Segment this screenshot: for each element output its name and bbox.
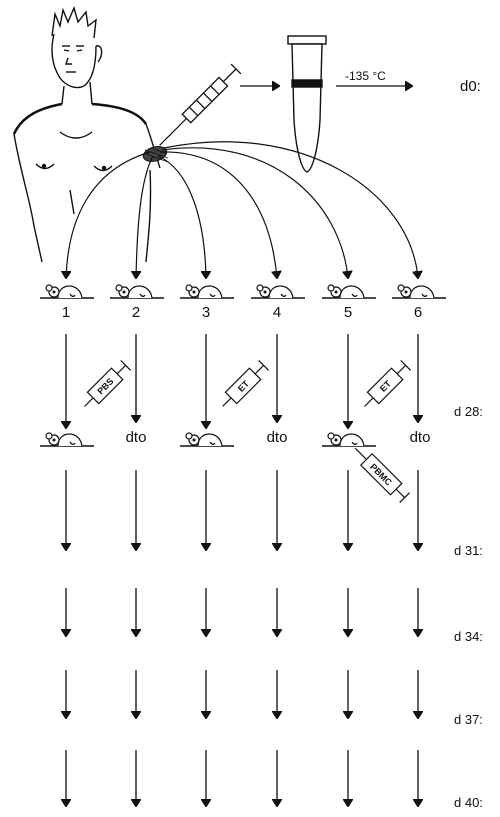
group-number-4: 4 <box>273 304 281 321</box>
mouse-group-2 <box>110 285 164 298</box>
mouse-group-1 <box>40 285 94 298</box>
mouse-treated-3 <box>180 433 234 446</box>
group-number-5: 5 <box>344 304 352 321</box>
distribution-arrows <box>66 142 418 278</box>
mouse-treated-1 <box>40 433 94 446</box>
group-number-2: 2 <box>132 304 140 321</box>
ditto-label-6: dto <box>410 429 431 446</box>
treated-mice <box>40 433 376 446</box>
day-label-37: d 37: <box>454 712 483 727</box>
day-label-31: d 31: <box>454 543 483 558</box>
timeline-arrows <box>66 334 418 806</box>
group-number-6: 6 <box>414 304 422 321</box>
temperature-label: -135 °C <box>345 69 386 83</box>
mouse-group-3 <box>180 285 234 298</box>
mouse-group-5 <box>322 285 376 298</box>
ditto-label-4: dto <box>267 429 288 446</box>
day-label-28: d 28: <box>454 404 483 419</box>
syringe-icon-top <box>155 64 241 150</box>
syringe-et-3: ET <box>217 360 269 412</box>
mouse-group-4 <box>251 285 305 298</box>
day-label-0: d0: <box>460 78 481 95</box>
mouse-group-6 <box>392 285 446 298</box>
ditto-label-2: dto <box>126 429 147 446</box>
day-labels: d0: d 28: d 31: d 34: d 37: d 40: <box>454 78 483 810</box>
group-numbers: 1 2 3 4 5 6 <box>62 304 422 321</box>
syringe-et-5: ET <box>359 360 411 412</box>
syringe-pbs: PBS <box>79 360 131 412</box>
day-label-34: d 34: <box>454 629 483 644</box>
mouse-treated-5 <box>322 433 376 446</box>
syringe-pbmc: PBMC <box>349 442 410 503</box>
day-label-40: d 40: <box>454 795 483 810</box>
mice-row <box>40 285 446 298</box>
group-number-3: 3 <box>202 304 210 321</box>
group-number-1: 1 <box>62 304 70 321</box>
